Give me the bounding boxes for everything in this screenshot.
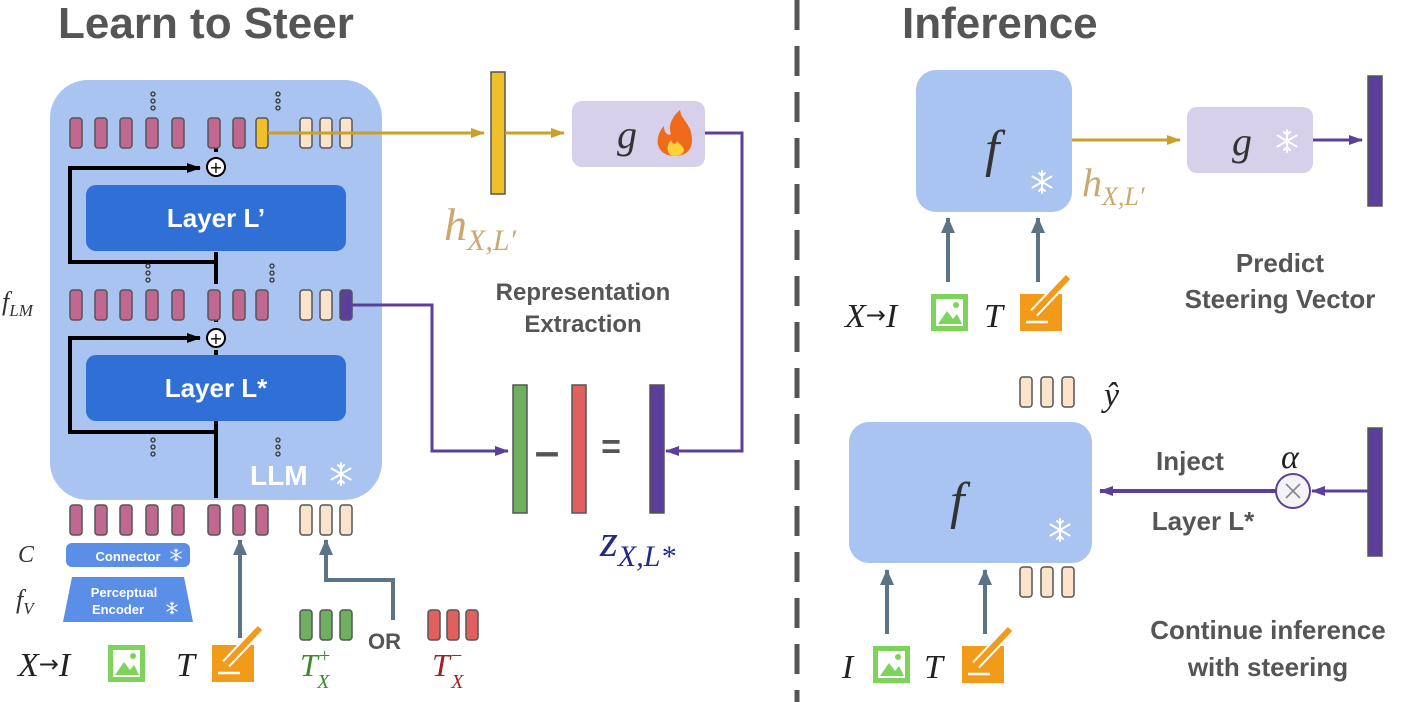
bottom-image-icon — [873, 646, 910, 683]
layer-l-star — [86, 355, 346, 421]
layer-l-prime-label: Layer L’ — [167, 203, 265, 233]
inject-layer-label: Layer L* — [1152, 506, 1255, 536]
left-title: Learn to Steer — [58, 0, 354, 48]
c-label: C — [18, 542, 35, 568]
t-plus-label: T+X — [300, 645, 331, 693]
g-label: g — [617, 112, 637, 157]
layer-l-star-label: Layer L* — [165, 373, 268, 403]
h-label: hX,L′ — [444, 199, 517, 257]
pencil-icon — [212, 624, 264, 682]
predict-line1: Predict — [1236, 248, 1324, 278]
contrast-input-arrow — [319, 539, 395, 620]
multiply-icon — [1285, 483, 1301, 499]
y-hat-label: ŷ — [1101, 377, 1120, 414]
svg-text:+: + — [209, 329, 222, 348]
right-g-box — [1187, 107, 1313, 173]
bottom-t-label: T — [924, 649, 945, 686]
right-h-label: hX,L′ — [1082, 160, 1145, 211]
llm-label: LLM — [250, 460, 308, 491]
z-vector — [649, 384, 665, 514]
rep-extraction-line2: Extraction — [524, 311, 641, 338]
right-pencil-icon — [1020, 273, 1072, 331]
g-output-arrow — [665, 131, 744, 456]
minus-sign: – — [535, 427, 559, 476]
inject-label: Inject — [1156, 446, 1224, 476]
image-icon — [108, 645, 145, 682]
encoder-label-line2: Encoder — [92, 602, 144, 617]
steering-vector-bottom — [1367, 427, 1383, 557]
positive-tokens — [299, 609, 353, 641]
f-box-bottom — [849, 422, 1092, 563]
equals-sign: = — [601, 428, 621, 466]
negative-tokens — [427, 609, 479, 641]
right-title: Inference — [902, 0, 1098, 48]
h-vector — [490, 71, 506, 195]
token-row-middle — [69, 289, 353, 321]
connector-box — [66, 543, 190, 567]
z-positive-vector — [512, 384, 528, 514]
bottom-i-label: I — [841, 649, 855, 686]
layer-l-prime — [86, 185, 346, 251]
z-label: zX,L* — [599, 515, 675, 573]
or-label: OR — [368, 629, 401, 654]
residual-add-lower — [206, 328, 226, 348]
svg-text:+: + — [209, 158, 222, 177]
right-image-icon — [931, 294, 968, 331]
right-x-to-i-label: X→I — [843, 298, 899, 335]
t-label: T — [176, 647, 197, 684]
z-negative-vector — [571, 384, 587, 514]
output-tokens — [1019, 376, 1075, 408]
right-g-label: g — [1232, 119, 1252, 164]
predict-line2: Steering Vector — [1185, 284, 1376, 314]
encoder-label-line1: Perceptual — [91, 585, 157, 600]
connector-label: Connector — [96, 549, 161, 564]
t-minus-label: T−X — [432, 645, 464, 693]
alpha-label: α — [1281, 439, 1300, 476]
input-tokens-bottom — [1019, 566, 1075, 598]
token-row-input — [69, 504, 353, 536]
z-extract-arrow — [352, 303, 509, 456]
continue-line2: with steering — [1187, 652, 1348, 682]
f-lm-label: fLM — [2, 287, 34, 320]
right-t-label: T — [984, 298, 1005, 335]
ellipsis-dots — [145, 91, 281, 457]
residual-add-upper — [206, 157, 226, 177]
perceptual-encoder-box — [63, 577, 193, 622]
f-v-label: fV — [16, 585, 36, 618]
rep-extraction-line1: Representation — [496, 279, 671, 306]
continue-line1: Continue inference — [1150, 615, 1385, 645]
x-to-i-label: X→I — [16, 647, 72, 684]
bottom-pencil-icon — [962, 625, 1014, 683]
fire-icon — [657, 110, 692, 156]
steering-vector-top — [1367, 75, 1383, 207]
